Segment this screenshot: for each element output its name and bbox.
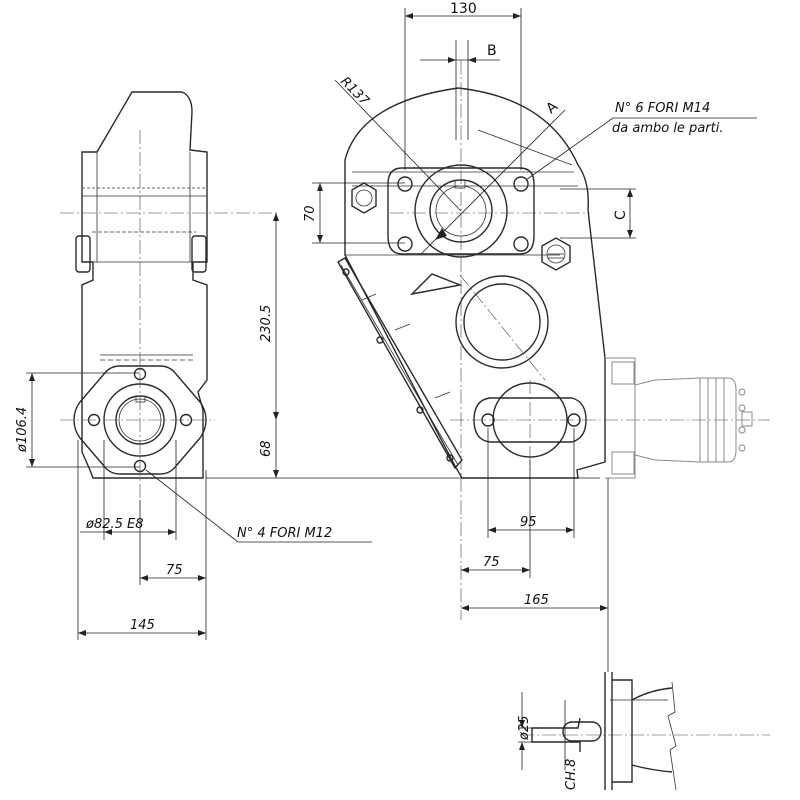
middle-housing-ring bbox=[455, 275, 549, 369]
dim-130: 130 bbox=[450, 1, 477, 17]
front-view bbox=[337, 60, 770, 620]
gearbox-housing-outline bbox=[344, 87, 606, 479]
note-m14-line2: da ambo le parti. bbox=[612, 121, 723, 136]
dim-dia-25: ø25 bbox=[517, 716, 532, 742]
dim-70: 70 bbox=[303, 205, 318, 222]
m14-hole bbox=[513, 236, 529, 252]
dim-75-left: 75 bbox=[166, 563, 183, 578]
hex-nut-right bbox=[541, 237, 571, 271]
m14-hole bbox=[513, 176, 529, 192]
dim-ch-8: CH.8 bbox=[564, 759, 579, 790]
middle-bore bbox=[463, 283, 541, 361]
dim-145: 145 bbox=[130, 618, 155, 633]
dim-165: 165 bbox=[524, 593, 549, 608]
cover-bolt bbox=[446, 454, 454, 462]
side-cover bbox=[337, 257, 463, 470]
shaft-key bbox=[562, 721, 602, 742]
shaft-detail bbox=[520, 672, 770, 791]
motor-adapter bbox=[605, 357, 753, 479]
hex-nut-left bbox=[351, 182, 377, 214]
side-view-outline bbox=[81, 91, 208, 479]
cover-bolt bbox=[342, 268, 350, 276]
cover-bolt bbox=[376, 336, 384, 344]
input-flange bbox=[73, 365, 207, 475]
dim-68: 68 bbox=[259, 440, 274, 457]
dim-230-5: 230.5 bbox=[259, 305, 274, 342]
dim-dia-106: ø106.4 bbox=[15, 407, 30, 453]
note-m12: N° 4 FORI M12 bbox=[237, 526, 332, 541]
output-flange-bottom bbox=[473, 397, 587, 443]
side-view bbox=[60, 91, 280, 500]
ref-a: A bbox=[543, 98, 561, 117]
side-boss-right bbox=[191, 235, 207, 273]
labels: 130 B A C R137 70 230.5 68 ø106.4 ø82.5 … bbox=[15, 1, 723, 790]
rotation-arrow bbox=[409, 273, 463, 296]
cover-bolt bbox=[416, 406, 424, 414]
note-m14-line1: N° 6 FORI M14 bbox=[615, 101, 710, 116]
dimension-lines bbox=[26, 8, 757, 770]
m14-hole bbox=[397, 236, 413, 252]
dim-75-right: 75 bbox=[483, 555, 500, 570]
ref-c: C bbox=[613, 210, 629, 220]
side-boss-left bbox=[75, 235, 91, 273]
m14-hole bbox=[397, 176, 413, 192]
dim-dia-82: ø82.5 E8 bbox=[85, 517, 144, 532]
dim-r137: R137 bbox=[337, 74, 372, 109]
ref-b: B bbox=[487, 43, 497, 59]
dim-95: 95 bbox=[520, 515, 537, 530]
